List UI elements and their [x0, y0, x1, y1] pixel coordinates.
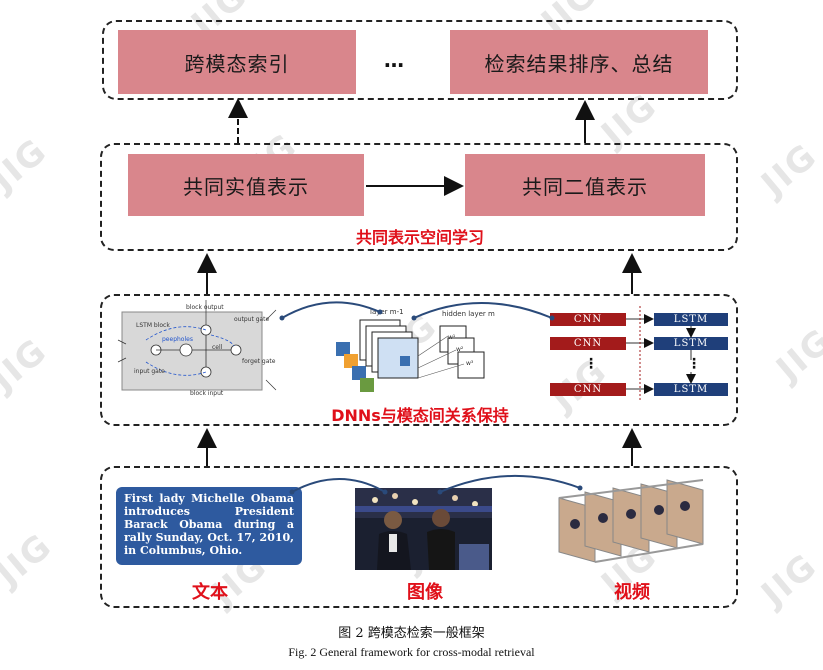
lstm-box-2: LSTM	[654, 337, 728, 350]
layer-m-1-label: layer m-1	[370, 308, 404, 316]
text-sample-card: First lady Michelle Obama introduces Pre…	[116, 487, 302, 565]
w2-label: w²	[456, 346, 464, 353]
lstm-title: LSTM block	[136, 322, 170, 329]
output-gate-label: output gate	[234, 316, 270, 323]
w3-label: w³	[466, 360, 474, 367]
video-modality-label: 视频	[614, 582, 650, 603]
curve-node	[411, 315, 417, 321]
lstm-block-diagram: LSTM block block output output gate peep…	[116, 300, 286, 400]
input-gate-label: input gate	[134, 368, 165, 375]
block-input-label: block input	[190, 390, 224, 397]
top-group	[102, 20, 738, 100]
curve-image-to-video	[439, 474, 581, 493]
hidden-layer-label: hidden layer m	[442, 310, 495, 318]
dnn-layer-label: DNNs与模态间关系保持	[331, 406, 509, 425]
curve-node	[437, 489, 443, 495]
cross-modal-index-box: 跨模态索引	[118, 30, 356, 94]
peepholes-label: peepholes	[162, 336, 193, 343]
shared-space-label: 共同表示空间学习	[355, 228, 484, 247]
cnn-dots: ⋮	[584, 356, 598, 372]
cell-label: cell	[212, 344, 223, 351]
curve-node	[279, 315, 285, 321]
curve-node	[377, 309, 383, 315]
curve-text-to-image	[291, 478, 386, 493]
result-ranking-box: 检索结果排序、总结	[450, 30, 708, 94]
forget-gate-label: forget gate	[242, 358, 276, 365]
curve-node	[382, 489, 388, 495]
curve-node	[289, 489, 295, 495]
input-group	[100, 466, 738, 608]
lstm-box-1: LSTM	[654, 313, 728, 326]
curve-lstm-to-cnn	[281, 301, 381, 319]
figure-caption-cn: 图 2 跨模态检索一般框架	[338, 626, 485, 641]
dnn-group	[100, 294, 738, 426]
cnn-box-2: CNN	[550, 337, 626, 350]
cnn-box-3: CNN	[550, 383, 626, 396]
image-modality-label: 图像	[407, 582, 443, 603]
ellipsis: …	[384, 48, 404, 72]
cnn-box-1: CNN	[550, 313, 626, 326]
image-sample	[355, 488, 492, 570]
figure-caption-en: Fig. 2 General framework for cross-modal…	[288, 645, 535, 659]
curve-cnn-to-cnnlstm	[413, 302, 553, 319]
video-sample	[555, 478, 715, 573]
cnn-layer-diagram: layer m-1 hidden layer m w¹ w² w³	[330, 306, 515, 400]
curve-node	[549, 315, 555, 321]
real-valued-repr-box: 共同实值表示	[128, 154, 364, 216]
lstm-box-3: LSTM	[654, 383, 728, 396]
shared-space-group	[100, 143, 738, 251]
curve-node	[577, 485, 583, 491]
w1-label: w¹	[448, 334, 456, 341]
text-modality-label: 文本	[192, 582, 228, 603]
binary-repr-box: 共同二值表示	[465, 154, 705, 216]
block-output-label: block output	[186, 304, 224, 311]
